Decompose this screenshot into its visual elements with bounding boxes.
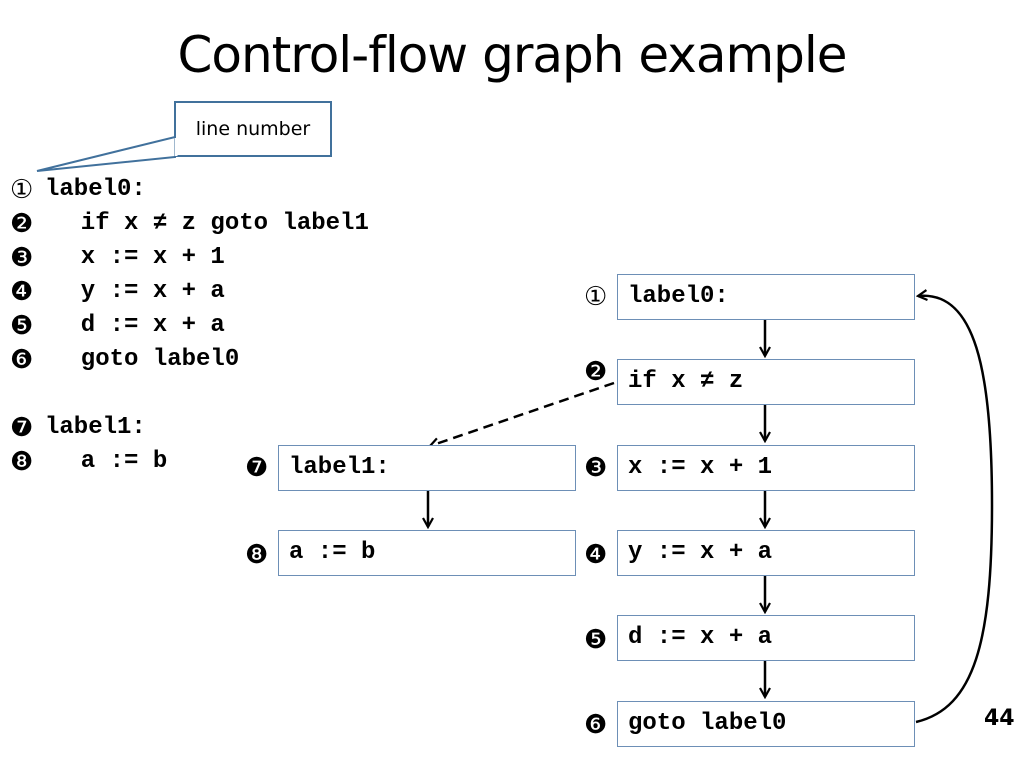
line-marker: ❼: [10, 413, 34, 443]
node-marker: ❽: [245, 540, 269, 570]
node-marker: ❼: [245, 453, 269, 483]
node-marker: ①: [584, 282, 608, 312]
code-text: a := b: [52, 448, 168, 475]
edge-n2-n7-dashed: [430, 381, 615, 446]
node-text: label1:: [289, 454, 390, 481]
cfg-node-x-assign: x := x + 1: [617, 445, 915, 491]
page-number: 44: [984, 706, 1015, 731]
node-marker: ❸: [584, 453, 608, 483]
code-text: if x ≠ z goto label1: [52, 210, 369, 237]
callout-text: line number: [195, 118, 311, 140]
node-marker: ❺: [584, 625, 608, 655]
node-text: if x ≠ z: [628, 368, 744, 395]
line-marker: ❸: [10, 243, 34, 273]
cfg-node-a-assign: a := b: [278, 530, 576, 576]
cfg-node-label0: label0:: [617, 274, 915, 320]
code-text: label0:: [45, 176, 146, 203]
code-text: d := x + a: [52, 312, 225, 339]
line-marker: ❻: [10, 345, 34, 375]
cfg-node-label1: label1:: [278, 445, 576, 491]
node-text: goto label0: [628, 710, 787, 737]
cfg-node-d-assign: d := x + a: [617, 615, 915, 661]
node-text: label0:: [628, 283, 729, 310]
code-text: y := x + a: [52, 278, 225, 305]
node-text: d := x + a: [628, 624, 773, 651]
node-marker: ❻: [584, 710, 608, 740]
node-marker: ❹: [584, 540, 608, 570]
line-marker: ❺: [10, 311, 34, 341]
node-text: a := b: [289, 539, 376, 566]
cfg-node-if: if x ≠ z: [617, 359, 915, 405]
node-marker: ❷: [584, 357, 608, 387]
node-text: x := x + 1: [628, 454, 773, 481]
line-number-callout: line number: [174, 101, 332, 157]
cfg-node-goto: goto label0: [617, 701, 915, 747]
slide-title: Control-flow graph example: [177, 26, 847, 84]
line-marker: ❹: [10, 277, 34, 307]
cfg-node-y-assign: y := x + a: [617, 530, 915, 576]
edge-n6-n1-back: [915, 296, 994, 724]
code-text: goto label0: [52, 346, 240, 373]
code-text: label1:: [45, 414, 146, 441]
line-marker: ❷: [10, 209, 34, 239]
line-marker: ❽: [10, 447, 34, 477]
node-text: y := x + a: [628, 539, 773, 566]
line-marker: ①: [10, 175, 34, 205]
code-text: x := x + 1: [52, 244, 225, 271]
